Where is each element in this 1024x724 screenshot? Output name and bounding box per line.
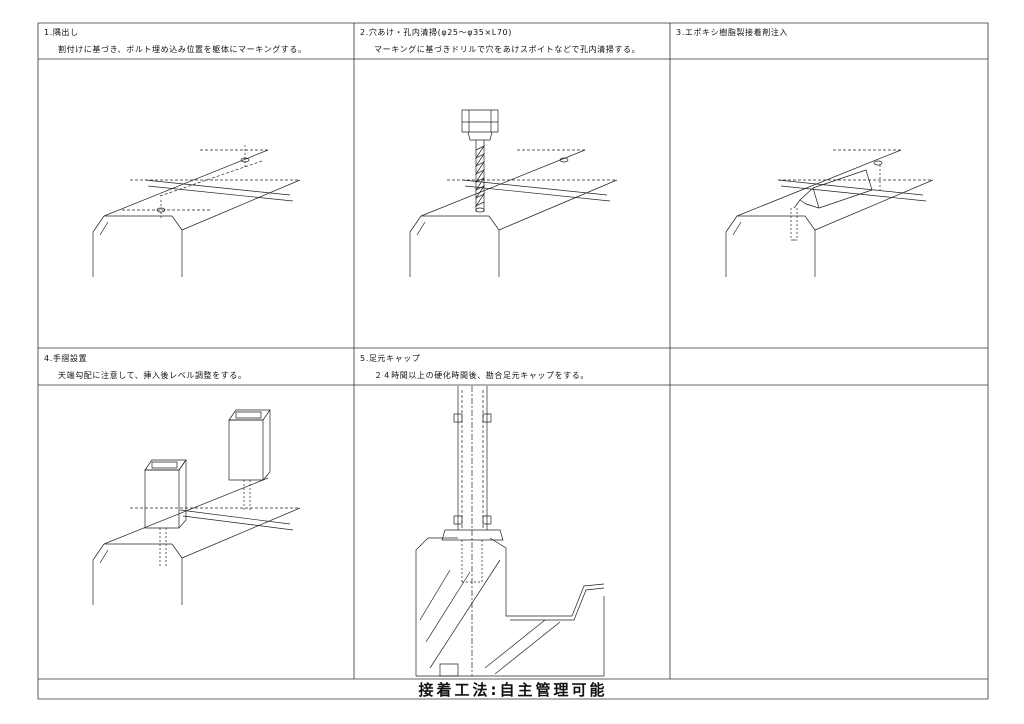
step-5-description: ２４時間以上の硬化時間後、勘合足元キャップをする。 [374, 371, 589, 380]
step-1-description: 割付けに基づき、ボルト埋め込み位置を躯体にマーキングする。 [58, 45, 307, 54]
panel-3-illustration [726, 150, 933, 277]
step-1-title: 1.隅出し [44, 28, 79, 37]
step-4-description: 天端勾配に注意して、挿入後レベル調整をする。 [58, 371, 247, 380]
step-3-title: 3.エポキシ樹脂製接着剤注入 [676, 28, 789, 37]
panel-2-illustration [410, 110, 617, 277]
step-2-title: 2.穴あけ・孔内清掃(φ25〜φ35×L70) [360, 28, 512, 37]
panel-5-illustration [416, 386, 604, 676]
step-4-title: 4.手摺設置 [44, 354, 88, 363]
step-2-description: マーキングに基づきドリルで穴をあけスポイトなどで孔内清掃する。 [374, 45, 641, 54]
panel-4-illustration [93, 410, 300, 605]
step-5-title: 5.足元キャップ [360, 354, 421, 363]
footer-title: 接着工法:自主管理可能 [418, 681, 608, 699]
panel-1-illustration [93, 145, 300, 277]
